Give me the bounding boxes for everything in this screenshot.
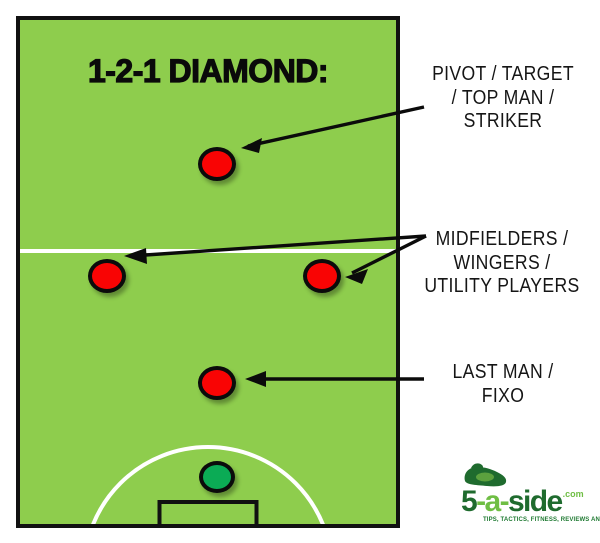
logo-letter-a: a: [484, 485, 501, 518]
label-pivot: PIVOT / TARGET / TOP MAN / STRIKER: [432, 63, 574, 133]
logo-number: 5: [461, 485, 478, 518]
player-marker-striker: [198, 147, 236, 181]
logo-word-side: side: [507, 485, 563, 518]
football-boot-icon: [464, 463, 507, 487]
page-title: 1-2-1 DIAMOND:: [87, 53, 329, 89]
label-last-man: LAST MAN / FIXO: [452, 361, 554, 407]
halfway-line: [20, 249, 396, 253]
logo-tagline: TIPS, TACTICS, FITNESS, REVIEWS AND MORE: [483, 516, 600, 523]
goal-box: [157, 500, 259, 524]
label-midfielders: MIDFIELDERS / WINGERS / UTILITY PLAYERS: [424, 228, 580, 298]
player-marker-goalkeeper: [199, 461, 235, 493]
player-marker-midfielder-right: [303, 259, 341, 293]
logo-separator-1: -: [476, 485, 486, 518]
logo-domain: .com: [562, 489, 584, 499]
site-logo[interactable]: 5-a-side.com TIPS, TACTICS, FITNESS, REV…: [461, 461, 600, 533]
logo-separator-2: -: [499, 485, 510, 518]
player-marker-midfielder-left: [88, 259, 126, 293]
logo-wordmark: 5-a-side.com: [461, 485, 593, 519]
player-marker-last-man: [198, 366, 236, 400]
football-pitch: 1-2-1 DIAMOND:: [16, 16, 400, 528]
